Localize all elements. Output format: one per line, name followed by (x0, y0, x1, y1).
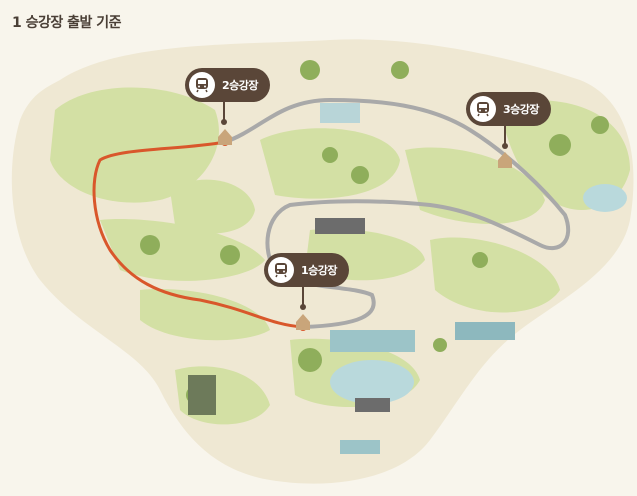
station-marker-1[interactable]: 1승강장 (264, 253, 350, 310)
train-icon (189, 72, 215, 98)
active-route (92, 140, 304, 329)
station-label: 3승강장 (503, 103, 540, 116)
station-label: 1승강장 (301, 264, 338, 277)
trees (140, 60, 609, 404)
buildings (188, 103, 515, 454)
pond (583, 184, 627, 212)
train-icon (470, 96, 496, 122)
page-title: 1 승강장 출발 기준 (12, 15, 122, 31)
station-label: 2승강장 (222, 79, 259, 92)
train-icon (268, 257, 294, 283)
pond (330, 360, 414, 404)
station-marker-3[interactable]: 3승강장 (466, 92, 552, 149)
station-marker-2[interactable]: 2승강장 (185, 68, 271, 125)
